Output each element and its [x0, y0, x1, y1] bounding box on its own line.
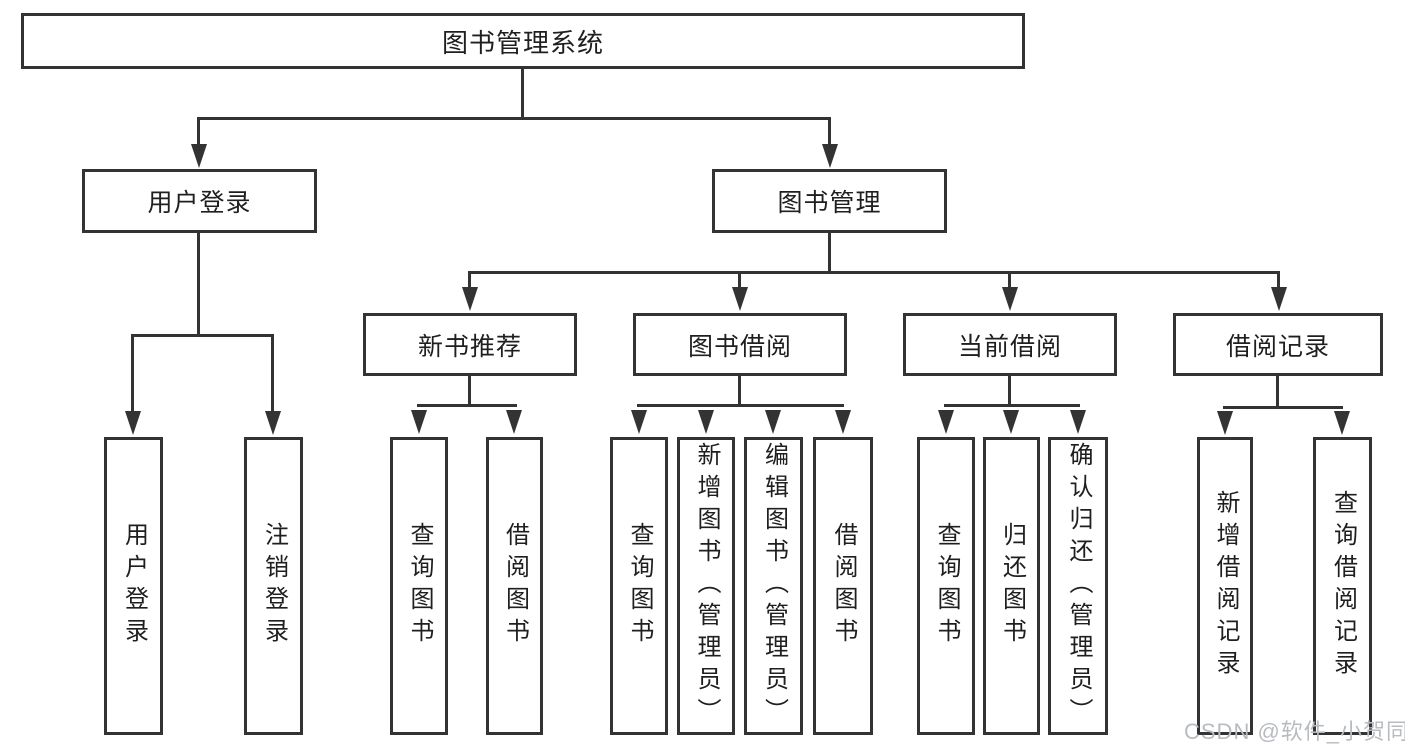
leaf-logout-label: 注销登录	[260, 522, 288, 650]
connector-book-mgmt-trunk	[828, 233, 831, 273]
node-book-management: 图书管理	[712, 169, 947, 233]
connector-user-login-bus	[131, 334, 274, 337]
arrow-down-icon	[631, 410, 647, 434]
connector-new-book-trunk	[468, 376, 471, 407]
leaf-add-borrow-record: 新增借阅记录	[1197, 437, 1253, 735]
leaf-user-login: 用户登录	[104, 437, 163, 735]
arrow-down-icon	[1002, 287, 1018, 311]
node-user-login-label: 用户登录	[147, 189, 252, 217]
arrow-down-icon	[822, 144, 838, 168]
leaf-query-book-borrow-label: 查询图书	[626, 522, 653, 650]
leaf-borrow-book: 借阅图书	[813, 437, 873, 735]
leaf-borrow-book-recommend: 借阅图书	[486, 437, 543, 735]
connector-book-borrow-trunk	[738, 376, 741, 407]
leaf-add-book-admin: 新增图书（管理员）	[677, 437, 735, 735]
node-root: 图书管理系统	[21, 13, 1025, 69]
connector-current-borrow-bus	[944, 404, 1080, 407]
connector-level3-drop	[1008, 271, 1011, 289]
arrow-down-icon	[938, 410, 954, 434]
connector-level3-drop	[1277, 271, 1280, 289]
connector-level3-bus	[468, 271, 1280, 274]
leaf-edit-book-admin: 编辑图书（管理员）	[744, 437, 803, 735]
arrow-down-icon	[698, 410, 714, 434]
leaf-query-book-borrow: 查询图书	[610, 437, 668, 735]
leaf-query-book-recommend: 查询图书	[390, 437, 448, 735]
leaf-borrow-book-label: 借阅图书	[830, 522, 857, 650]
arrow-down-icon	[1003, 410, 1019, 434]
arrow-down-icon	[765, 410, 781, 434]
connector-level3-drop	[738, 271, 741, 289]
leaf-query-current-borrow: 查询图书	[917, 437, 975, 735]
leaf-query-book-recommend-label: 查询图书	[406, 522, 433, 650]
arrow-down-icon	[411, 410, 427, 434]
connector-level2-bus	[197, 117, 831, 120]
arrow-down-icon	[506, 410, 522, 434]
arrow-down-icon	[125, 411, 141, 435]
node-book-borrow: 图书借阅	[633, 313, 847, 376]
leaf-query-borrow-record-label: 查询借阅记录	[1329, 490, 1357, 682]
connector-user-login-trunk	[197, 233, 200, 337]
connector-borrow-record-bus	[1223, 406, 1343, 409]
leaf-add-borrow-record-label: 新增借阅记录	[1212, 490, 1239, 682]
leaf-edit-book-admin-label: 编辑图书（管理员）	[760, 442, 788, 730]
leaf-logout: 注销登录	[244, 437, 303, 735]
node-root-label: 图书管理系统	[441, 27, 604, 58]
node-book-management-label: 图书管理	[777, 189, 882, 217]
arrow-down-icon	[1334, 411, 1350, 435]
connector-book-borrow-bus	[637, 404, 844, 407]
connector-borrow-record-trunk	[1276, 376, 1279, 409]
leaf-add-book-admin-label: 新增图书（管理员）	[693, 442, 720, 730]
node-current-borrow-label: 当前借阅	[957, 332, 1062, 361]
arrow-down-icon	[462, 287, 478, 311]
node-borrow-record: 借阅记录	[1173, 313, 1383, 376]
node-new-book-recommend-label: 新书推荐	[417, 332, 522, 361]
arrow-down-icon	[1070, 410, 1086, 434]
connector-leaf-drop	[131, 334, 134, 412]
arrow-down-icon	[1271, 287, 1287, 311]
leaf-user-login-label: 用户登录	[120, 522, 148, 650]
leaf-return-book-label: 归还图书	[998, 522, 1026, 650]
connector-level3-drop	[468, 271, 471, 289]
leaf-borrow-book-recommend-label: 借阅图书	[501, 522, 529, 650]
leaf-query-current-borrow-label: 查询图书	[933, 522, 960, 650]
connector-user-login-drop	[197, 117, 200, 145]
leaf-query-borrow-record: 查询借阅记录	[1313, 437, 1372, 735]
node-user-login: 用户登录	[82, 169, 317, 233]
leaf-return-book: 归还图书	[983, 437, 1040, 735]
connector-leaf-drop	[271, 334, 274, 412]
arrow-down-icon	[265, 411, 281, 435]
node-book-borrow-label: 图书借阅	[687, 332, 792, 361]
watermark: CSDN @软件_小贺同学	[1184, 719, 1405, 744]
leaf-confirm-return-admin: 确认归还（管理员）	[1048, 437, 1108, 735]
connector-current-borrow-trunk	[1008, 376, 1011, 407]
connector-root-trunk	[521, 69, 524, 119]
node-new-book-recommend: 新书推荐	[363, 313, 577, 376]
node-current-borrow: 当前借阅	[903, 313, 1117, 376]
arrow-down-icon	[835, 410, 851, 434]
arrow-down-icon	[191, 144, 207, 168]
connector-new-book-bus	[417, 404, 517, 407]
connector-book-mgmt-drop	[828, 117, 831, 145]
arrow-down-icon	[732, 287, 748, 311]
arrow-down-icon	[1217, 411, 1233, 435]
node-borrow-record-label: 借阅记录	[1225, 332, 1330, 361]
leaf-confirm-return-admin-label: 确认归还（管理员）	[1065, 442, 1092, 730]
